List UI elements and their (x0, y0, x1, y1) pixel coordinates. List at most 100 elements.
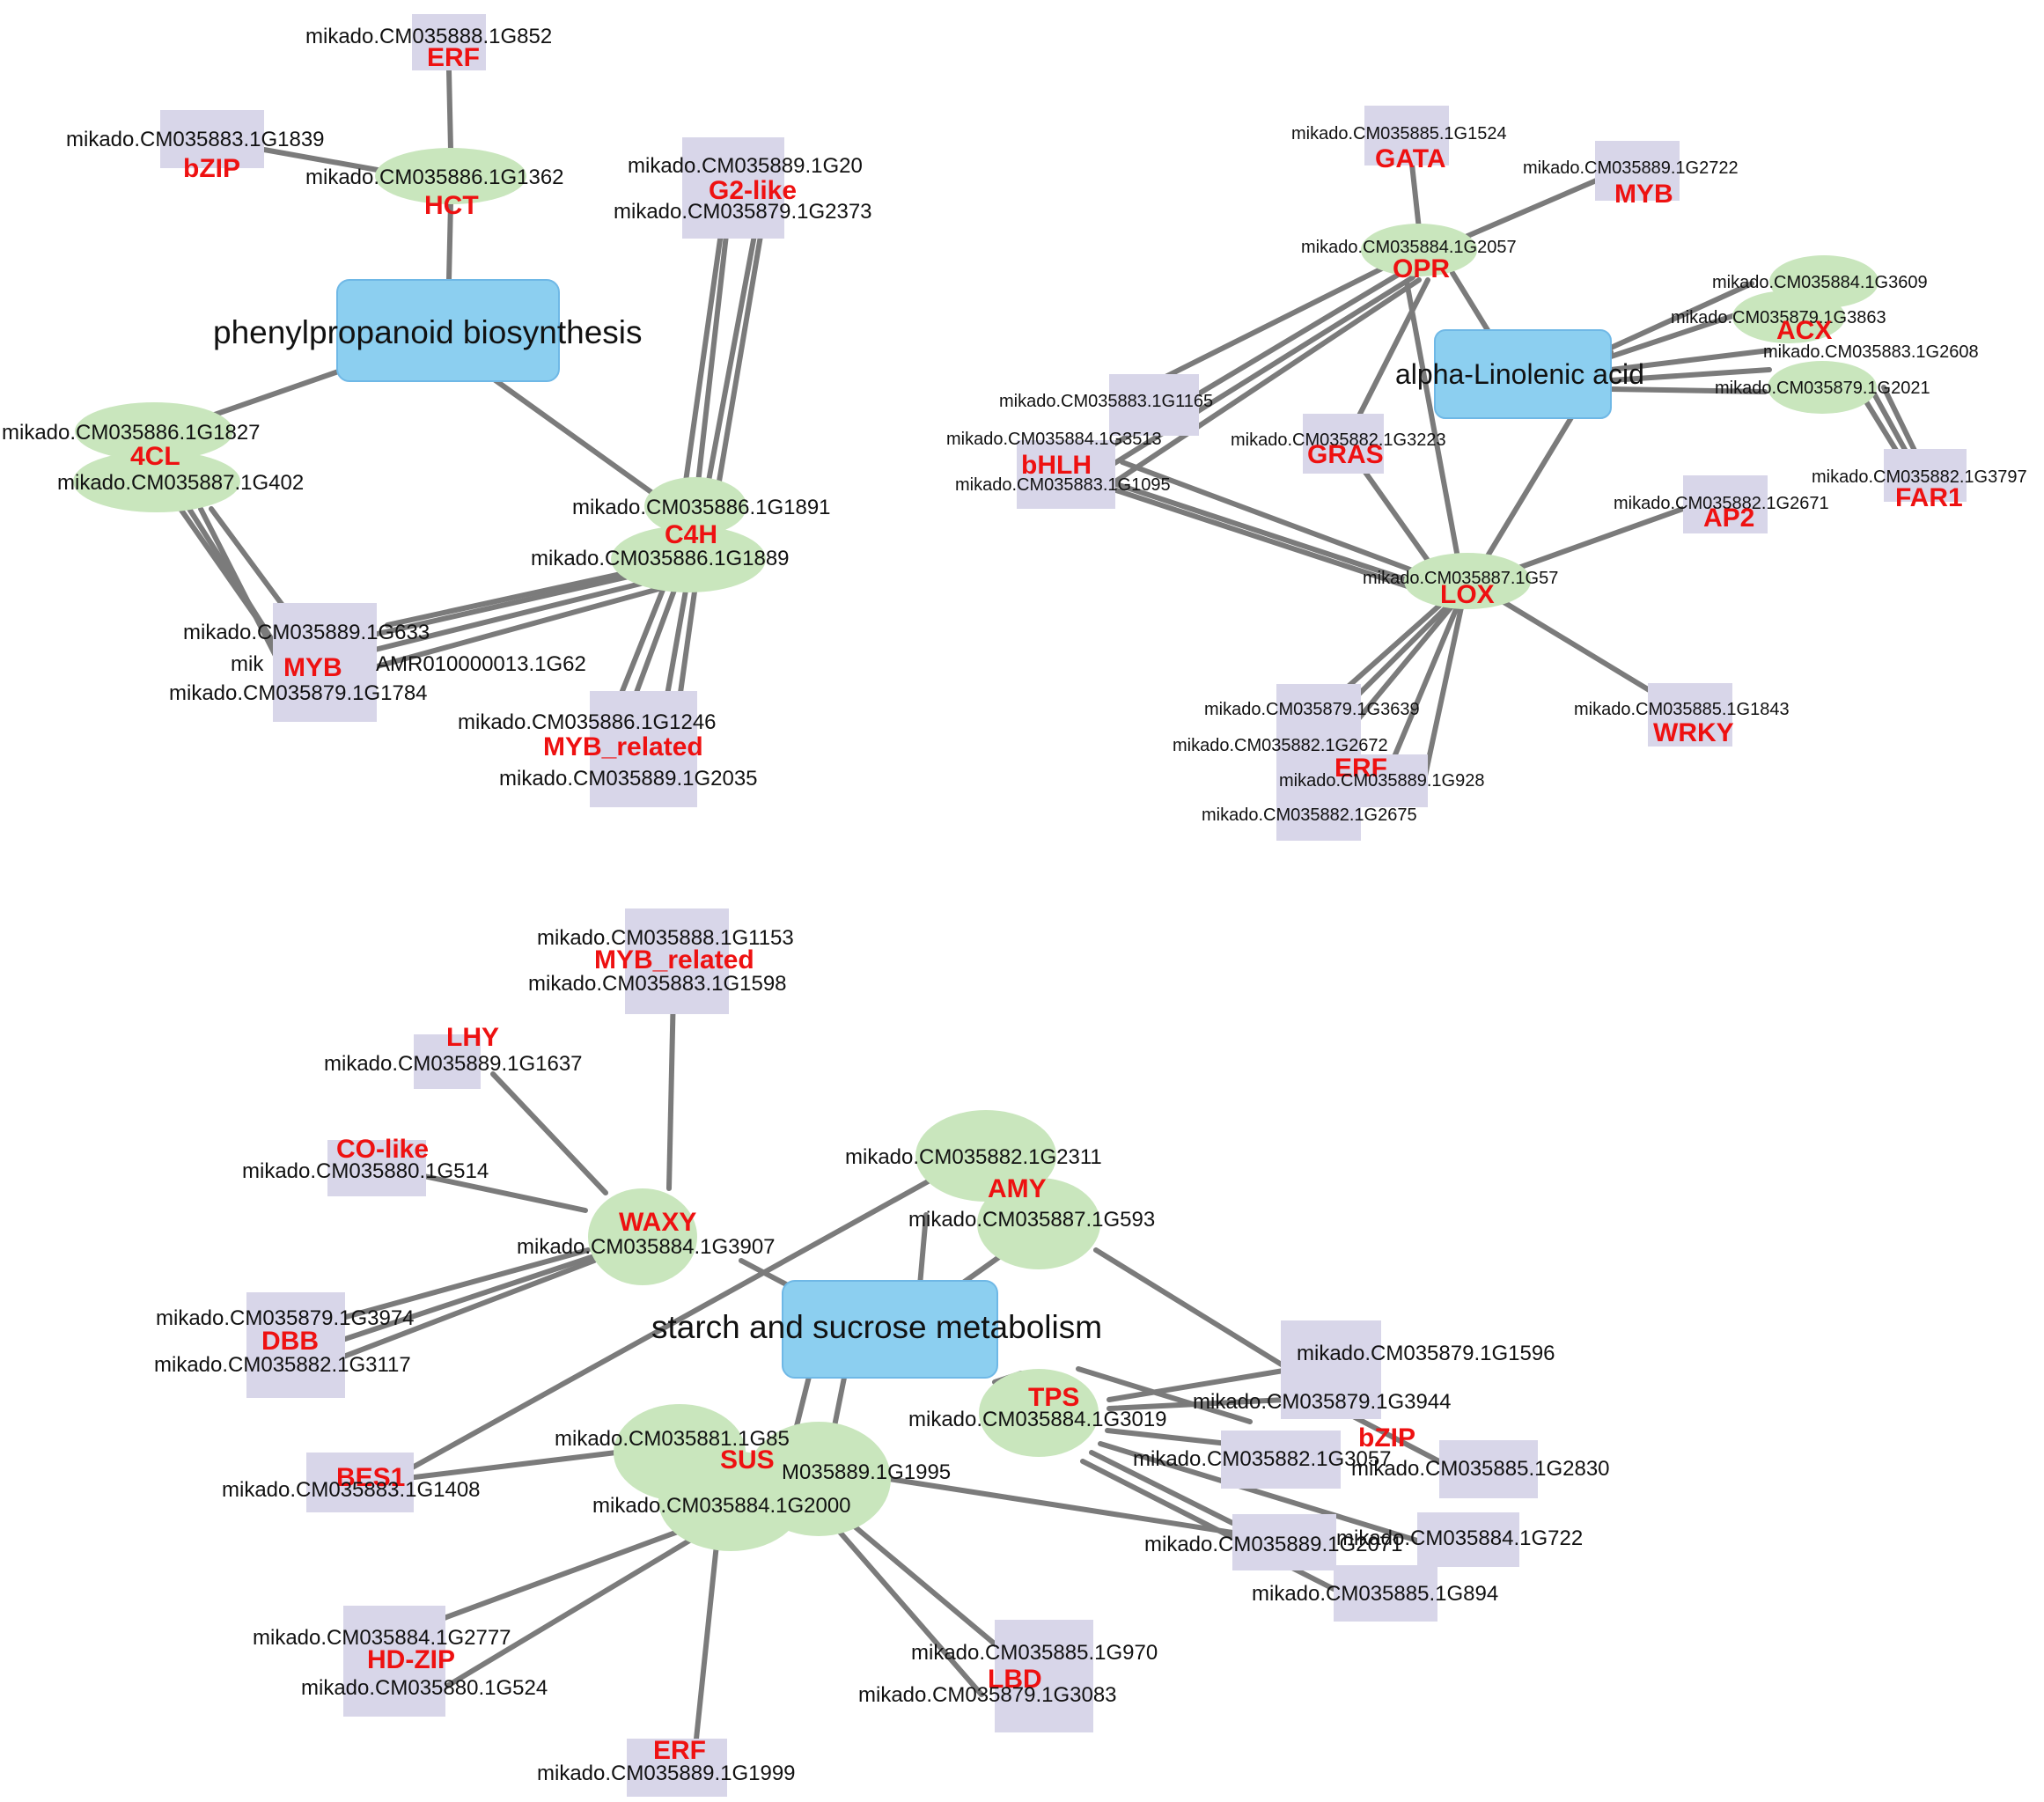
tf-node[interactable] (1417, 1512, 1519, 1567)
gene-node[interactable] (1361, 224, 1477, 276)
edge (332, 1254, 594, 1345)
tf-node[interactable] (412, 14, 486, 70)
gene-id: mikado.CM035883.1G1165 (999, 392, 1213, 411)
pathway-node[interactable] (336, 279, 560, 382)
edge (389, 1177, 934, 1482)
edge (1098, 1441, 1420, 1543)
edge (1457, 173, 1609, 242)
tf-node[interactable] (246, 1292, 345, 1398)
edge (680, 224, 724, 509)
edge (1357, 462, 1436, 570)
tf-node[interactable] (273, 603, 377, 722)
edge (1608, 386, 1768, 394)
gene-id: mikado.CM035881.1G85 (555, 1427, 790, 1451)
gene-id: mikado.CM035889.1G2722 (1523, 158, 1739, 178)
tf-node[interactable] (1281, 1320, 1381, 1419)
gene-node[interactable] (658, 1451, 803, 1551)
gene-id: mikado.CM035882.1G3057 (1133, 1447, 1392, 1471)
gene-id: mikado.CM035887.1G402 (57, 471, 304, 495)
family-label: FAR1 (1895, 483, 1963, 512)
edge (490, 1071, 608, 1195)
tf-node[interactable] (1439, 1440, 1538, 1498)
gene-id: mikado.CM035882.1G2672 (1173, 736, 1388, 755)
family-label: CO-like (336, 1135, 429, 1164)
gene-id: mikado.CM035883.1G2608 (1763, 342, 1979, 362)
tf-node[interactable] (995, 1620, 1093, 1732)
family-label: AP2 (1703, 504, 1754, 533)
gene-node[interactable] (979, 1369, 1099, 1457)
gene-id: mikado.CM035889.1G928 (1279, 771, 1484, 791)
family-label: BES1 (336, 1463, 405, 1492)
pathway-label: starch and sucrose metabolism (651, 1309, 1102, 1345)
tf-node[interactable] (327, 1140, 426, 1196)
tf-node[interactable] (1595, 141, 1680, 201)
tf-node[interactable] (590, 691, 697, 807)
gene-node[interactable] (977, 1178, 1100, 1269)
edge (446, 200, 453, 283)
edge (1608, 305, 1759, 359)
tf-node[interactable] (1232, 1514, 1336, 1570)
family-label: C4H (665, 520, 717, 549)
tf-node[interactable] (160, 110, 264, 168)
gene-id: mikado.CM035879.1G1784 (169, 681, 428, 705)
gene-id: mik (231, 652, 264, 676)
edge (1608, 367, 1772, 383)
gene-node[interactable] (73, 451, 240, 512)
pathway-node[interactable] (782, 1280, 998, 1379)
gene-node[interactable] (588, 1188, 697, 1285)
tf-node[interactable] (1303, 414, 1384, 474)
tf-node[interactable] (627, 1739, 727, 1797)
tf-node[interactable] (306, 1453, 414, 1512)
pathway-node[interactable] (1434, 329, 1612, 419)
edge (1108, 486, 1415, 591)
family-label: MYB_related (594, 945, 754, 975)
gene-node[interactable] (644, 477, 746, 535)
tf-node[interactable] (1683, 475, 1768, 533)
family-label: bZIP (183, 154, 240, 183)
tf-node[interactable] (1884, 449, 1967, 502)
family-label: WAXY (619, 1208, 696, 1237)
tf-node[interactable] (1364, 106, 1449, 165)
gene-node[interactable] (611, 526, 766, 592)
tf-node[interactable] (625, 908, 729, 1014)
gene-node[interactable] (1732, 291, 1845, 343)
edge (693, 1534, 720, 1750)
gene-node[interactable] (1768, 361, 1877, 414)
gene-node[interactable] (375, 148, 526, 204)
gene-id: mikado.CM035882.1G2311 (845, 1145, 1102, 1169)
gene-id: mikado.CM035889.1G1637 (324, 1052, 583, 1076)
edge (1868, 385, 1911, 459)
gene-id: mikado.CM035888.1G852 (305, 25, 552, 48)
family-label: GRAS (1307, 440, 1384, 469)
tf-node[interactable] (1340, 754, 1428, 807)
edge (1342, 603, 1455, 738)
gene-id: mikado.CM035885.1G894 (1252, 1582, 1498, 1606)
tf-node[interactable] (1109, 374, 1199, 436)
family-label: LBD (988, 1665, 1042, 1694)
gene-id: mikado.CM035889.1G633 (183, 621, 430, 644)
tf-node[interactable] (1334, 1565, 1437, 1622)
family-label: 4CL (130, 442, 180, 471)
gene-id: mikado.CM035879.1G3974 (156, 1306, 415, 1330)
family-label: HCT (424, 191, 479, 220)
edge (1076, 1366, 1253, 1424)
gene-node[interactable] (915, 1110, 1056, 1202)
family-label: MYB (283, 653, 342, 682)
gene-id: mikado.CM035879.1G3083 (858, 1683, 1117, 1707)
gene-id: mikado.CM035883.1G1839 (66, 128, 325, 151)
tf-node[interactable] (682, 137, 784, 239)
family-label: ERF (1334, 754, 1387, 783)
gene-node[interactable] (1404, 553, 1531, 609)
tf-node[interactable] (343, 1606, 445, 1717)
gene-node[interactable] (75, 402, 233, 460)
edge (314, 1247, 591, 1328)
gene-id: M035889.1G1995 (782, 1460, 951, 1484)
edge (446, 68, 453, 152)
tf-node[interactable] (1221, 1431, 1341, 1489)
tf-node[interactable] (1648, 683, 1732, 747)
tf-node[interactable] (414, 1034, 481, 1089)
gene-id: mikado.CM035884.1G2000 (592, 1494, 851, 1518)
tf-node[interactable] (1017, 440, 1115, 509)
family-label: MYB (1614, 180, 1673, 209)
